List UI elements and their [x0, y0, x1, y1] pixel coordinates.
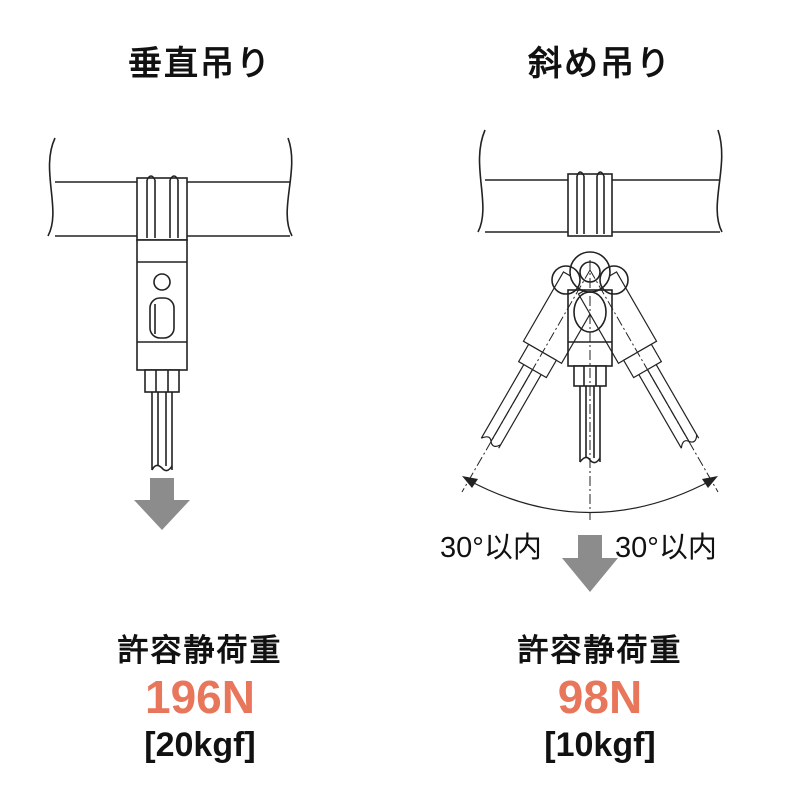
swivel-hub [551, 251, 629, 295]
diagonal-load-value: 98N [557, 671, 643, 723]
vertical-load-value: 196N [145, 671, 255, 723]
vertical-load-label: 許容静荷重 [117, 633, 283, 669]
vertical-hanging-diagram [47, 137, 293, 530]
rod-tilted-right [577, 271, 700, 449]
angle-limit-right: 30°以内 [615, 532, 717, 564]
diagonal-title: 斜め吊り [528, 44, 672, 84]
hanger-body [136, 239, 188, 371]
vertical-title: 垂直吊り [128, 44, 272, 84]
load-arrow [562, 535, 618, 592]
vertical-hanging-panel: 垂直吊り [47, 44, 293, 764]
hex-nut [144, 369, 180, 393]
load-arrow [134, 478, 190, 530]
angle-limit-left: 30°以内 [440, 532, 542, 564]
angle-guide-lines [461, 260, 719, 520]
angle-arc [462, 476, 718, 513]
pipe-clamp [567, 171, 613, 237]
diagonal-load-kgf: [10kgf] [544, 726, 656, 764]
diagonal-hanging-diagram [461, 129, 723, 592]
hanging-rod [151, 392, 173, 472]
pipe-clamp [136, 175, 188, 241]
diagonal-load-label: 許容静荷重 [517, 633, 683, 669]
diagonal-hanging-panel: 斜め吊り [400, 0, 800, 800]
hanging-rod [579, 386, 601, 464]
vertical-load-kgf: [20kgf] [144, 726, 256, 764]
